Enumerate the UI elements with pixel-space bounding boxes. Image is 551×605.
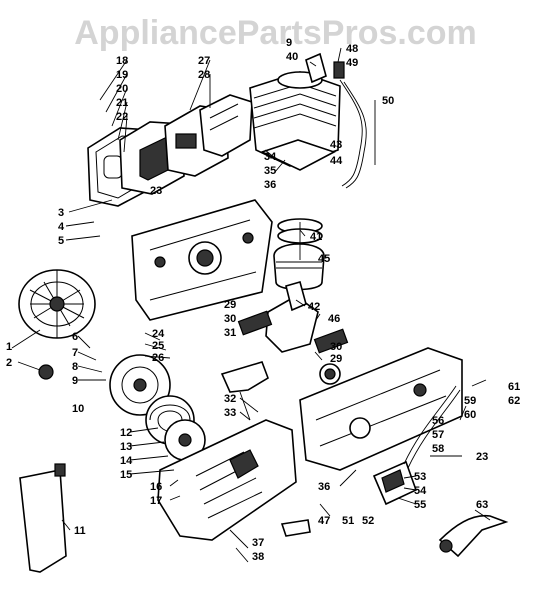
starter-rotor <box>164 419 206 461</box>
callout-54: 54 <box>414 485 427 497</box>
callout-56: 56 <box>432 415 444 427</box>
callout-13: 13 <box>120 441 132 453</box>
flywheel <box>18 269 96 339</box>
callout-32: 32 <box>224 393 236 405</box>
cylinder <box>249 71 341 171</box>
callout-57: 57 <box>432 429 444 441</box>
callout-59: 59 <box>464 395 476 407</box>
callout-48: 48 <box>346 43 358 55</box>
callout-37: 37 <box>252 537 264 549</box>
callout-7: 7 <box>72 347 78 359</box>
tube <box>19 463 67 573</box>
callout-35: 35 <box>264 165 276 177</box>
callout-10: 10 <box>72 403 84 415</box>
ignition-module <box>372 460 417 506</box>
callout-30-right: 30 <box>330 341 342 353</box>
callout-27: 27 <box>198 55 210 67</box>
callout-33: 33 <box>224 407 236 419</box>
crankcase-lower <box>299 347 463 471</box>
callout-20: 20 <box>116 83 128 95</box>
callout-15: 15 <box>120 469 132 481</box>
callout-46: 46 <box>328 313 340 325</box>
chain-tensioner <box>438 514 509 558</box>
callout-30-left: 30 <box>224 313 236 325</box>
callout-28: 28 <box>198 69 210 81</box>
callout-36-top: 36 <box>264 179 276 191</box>
callout-47: 47 <box>318 515 330 527</box>
callout-23-bottom: 23 <box>476 451 488 463</box>
callout-31: 31 <box>224 327 236 339</box>
callout-62: 62 <box>508 395 520 407</box>
callout-50: 50 <box>382 95 394 107</box>
callout-2: 2 <box>6 357 12 369</box>
carburetor <box>199 94 253 157</box>
callout-53: 53 <box>414 471 426 483</box>
callout-22: 22 <box>116 111 128 123</box>
callout-34: 34 <box>264 151 277 163</box>
callout-5: 5 <box>58 235 64 247</box>
callout-17: 17 <box>150 495 162 507</box>
callout-1: 1 <box>6 341 12 353</box>
callout-4: 4 <box>58 221 65 233</box>
callout-8: 8 <box>72 361 78 373</box>
watermark: AppliancePartsPros.com <box>74 14 477 52</box>
callout-19: 19 <box>116 69 128 81</box>
callout-51: 51 <box>342 515 354 527</box>
callout-42: 42 <box>308 301 320 313</box>
callout-55: 55 <box>414 499 426 511</box>
piston <box>273 243 325 291</box>
ignition-lead <box>339 79 367 189</box>
wire-harness <box>403 385 461 469</box>
callout-41: 41 <box>310 231 322 243</box>
callout-38: 38 <box>252 551 264 563</box>
callout-25: 25 <box>152 340 164 352</box>
callout-14: 14 <box>120 455 133 467</box>
callout-61: 61 <box>508 381 520 393</box>
callout-43: 43 <box>330 139 342 151</box>
callout-52: 52 <box>362 515 374 527</box>
callout-58: 58 <box>432 443 444 455</box>
callout-24: 24 <box>152 328 165 340</box>
callout-21: 21 <box>116 97 128 109</box>
callout-26: 26 <box>152 352 164 364</box>
callout-9: 9 <box>72 375 78 387</box>
leader-lines <box>11 47 491 563</box>
callout-44: 44 <box>330 155 343 167</box>
callout-23-top: 23 <box>150 185 162 197</box>
spark-plug <box>305 52 345 84</box>
callout-60: 60 <box>464 409 476 421</box>
starter-handle <box>220 361 269 421</box>
callout-40: 40 <box>286 51 298 63</box>
callout-29-right: 29 <box>330 353 342 365</box>
chain-guard <box>280 519 311 537</box>
callout-16: 16 <box>150 481 162 493</box>
callout-labels: 18 19 20 21 22 27 28 9 40 48 49 50 43 44… <box>6 37 520 563</box>
callout-29-left: 29 <box>224 299 236 311</box>
callout-6: 6 <box>72 331 78 343</box>
callout-49: 49 <box>346 57 358 69</box>
callout-63: 63 <box>476 499 488 511</box>
starter-cover <box>157 419 297 541</box>
callout-45: 45 <box>318 253 330 265</box>
callout-12: 12 <box>120 427 132 439</box>
callout-18: 18 <box>116 55 128 67</box>
starter-pulley <box>109 354 171 416</box>
nut <box>38 364 54 380</box>
crankcase-upper <box>131 199 273 321</box>
callout-11: 11 <box>74 525 86 537</box>
callout-3: 3 <box>58 207 64 219</box>
callout-36-bottom: 36 <box>318 481 330 493</box>
callout-9-top: 9 <box>286 37 292 49</box>
